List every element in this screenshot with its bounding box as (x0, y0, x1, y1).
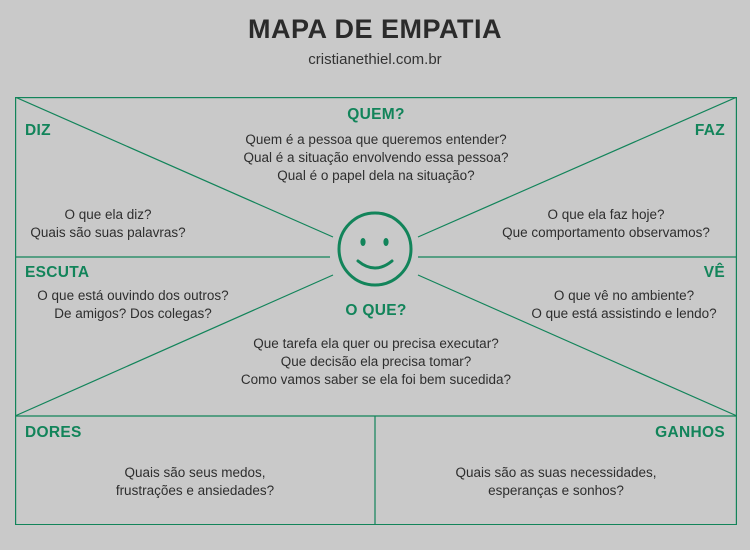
smiley-face-icon (337, 211, 413, 287)
escuta-line-2: De amigos? Dos colegas? (54, 306, 212, 321)
section-label-ganhos: GANHOS (655, 424, 725, 441)
board-border (15, 97, 737, 525)
diagonal-top-right (417, 97, 737, 238)
oque-line-2: Que decisão ela precisa tomar? (280, 354, 472, 369)
diz-line-2: Quais são suas palavras? (30, 225, 186, 240)
dores-line-2: frustrações e ansiedades? (115, 483, 275, 498)
page-title: MAPA DE EMPATIA (248, 14, 502, 44)
section-text-escuta: O que está ouvindo dos outros? De amigos… (15, 287, 251, 323)
quem-line-1: Quem é a pessoa que queremos entender? (245, 132, 507, 147)
diagonal-bottom-left (15, 274, 334, 417)
section-label-oque: O QUE? (345, 302, 407, 319)
section-text-diz: O que ela diz? Quais são suas palavras? (15, 206, 201, 242)
dores-line-1: Quais são seus medos, (124, 465, 266, 480)
faz-line-1: O que ela faz hoje? (547, 207, 665, 222)
section-text-quem: Quem é a pessoa que queremos entender? Q… (15, 131, 737, 185)
page-subtitle: cristianethiel.com.br (308, 51, 442, 68)
diz-line-1: O que ela diz? (64, 207, 152, 222)
faz-line-2: Que comportamento observamos? (502, 225, 710, 240)
quem-line-2: Qual é a situação envolvendo essa pessoa… (243, 150, 509, 165)
section-label-ve: VÊ (703, 264, 725, 281)
ve-line-1: O que vê no ambiente? (553, 288, 695, 303)
section-label-dores: DORES (25, 424, 82, 441)
section-text-ve: O que vê no ambiente? O que está assisti… (511, 287, 737, 323)
ganhos-line-2: esperanças e sonhos? (488, 483, 624, 498)
section-text-faz: O que ela faz hoje? Que comportamento ob… (475, 206, 737, 242)
escuta-line-1: O que está ouvindo dos outros? (37, 288, 229, 303)
section-label-faz: FAZ (694, 122, 725, 139)
ve-line-2: O que está assistindo e lendo? (531, 306, 717, 321)
oque-line-1: Que tarefa ela quer ou precisa executar? (253, 336, 499, 351)
oque-line-3: Como vamos saber se ela foi bem sucedida… (240, 372, 512, 387)
section-text-ganhos: Quais são as suas necessidades, esperanç… (375, 464, 737, 500)
ganhos-line-1: Quais são as suas necessidades, (455, 465, 657, 480)
empathy-map-lines (15, 97, 737, 525)
quem-line-3: Qual é o papel dela na situação? (277, 168, 475, 183)
section-label-quem: QUEM? (347, 106, 405, 123)
section-text-oque: Que tarefa ela quer ou precisa executar?… (15, 335, 737, 389)
diagonal-bottom-right (417, 274, 737, 417)
section-text-dores: Quais são seus medos, frustrações e ansi… (15, 464, 375, 500)
empathy-map-board: QUEM? Quem é a pessoa que queremos enten… (15, 97, 737, 525)
section-label-escuta: ESCUTA (25, 264, 90, 281)
section-label-diz: DIZ (25, 122, 51, 139)
diagonal-top-left (15, 97, 334, 238)
